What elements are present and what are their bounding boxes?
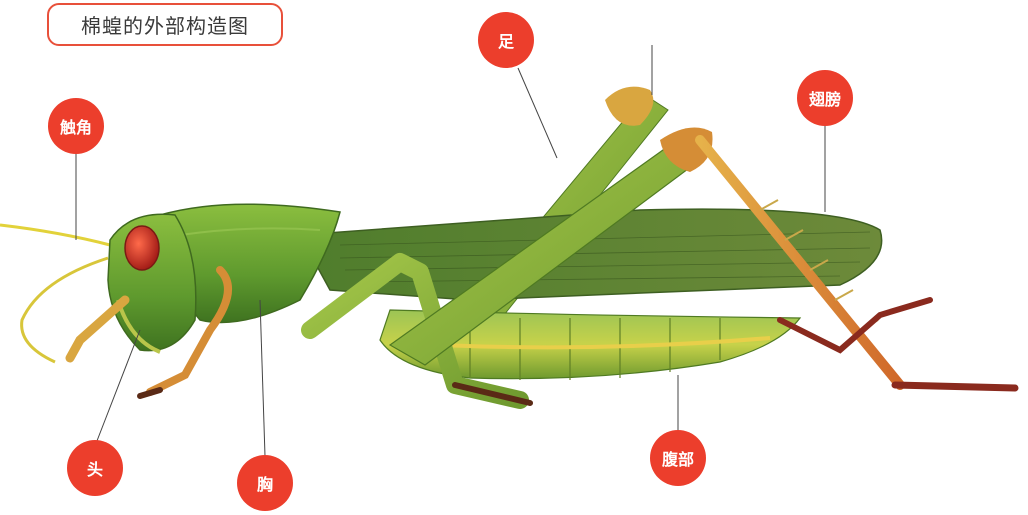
label-thorax: 胸 [237,455,293,511]
hind-tarsus [895,385,1015,388]
pointer-head [95,330,140,446]
label-thorax-text: 胸 [257,471,273,495]
pointer-thorax [260,300,265,456]
label-wing: 翅膀 [797,70,853,126]
label-leg: 足 [478,12,534,68]
label-head: 头 [67,440,123,496]
antenna-upper [0,225,110,245]
label-leg-text: 足 [498,28,514,52]
front-foot [140,390,160,396]
front-leg-1 [70,300,125,358]
label-head-text: 头 [87,456,103,480]
antenna-lower [22,258,108,362]
label-abdomen: 腹部 [650,430,706,486]
pointer-leg [518,68,557,158]
label-wing-text: 翅膀 [809,86,841,110]
diagram-title-text: 棉蝗的外部构造图 [81,10,249,39]
label-antenna-text: 触角 [60,114,92,138]
label-abdomen-text: 腹部 [662,446,694,470]
compound-eye [125,226,159,270]
label-antenna: 触角 [48,98,104,154]
diagram-title: 棉蝗的外部构造图 [47,3,283,46]
